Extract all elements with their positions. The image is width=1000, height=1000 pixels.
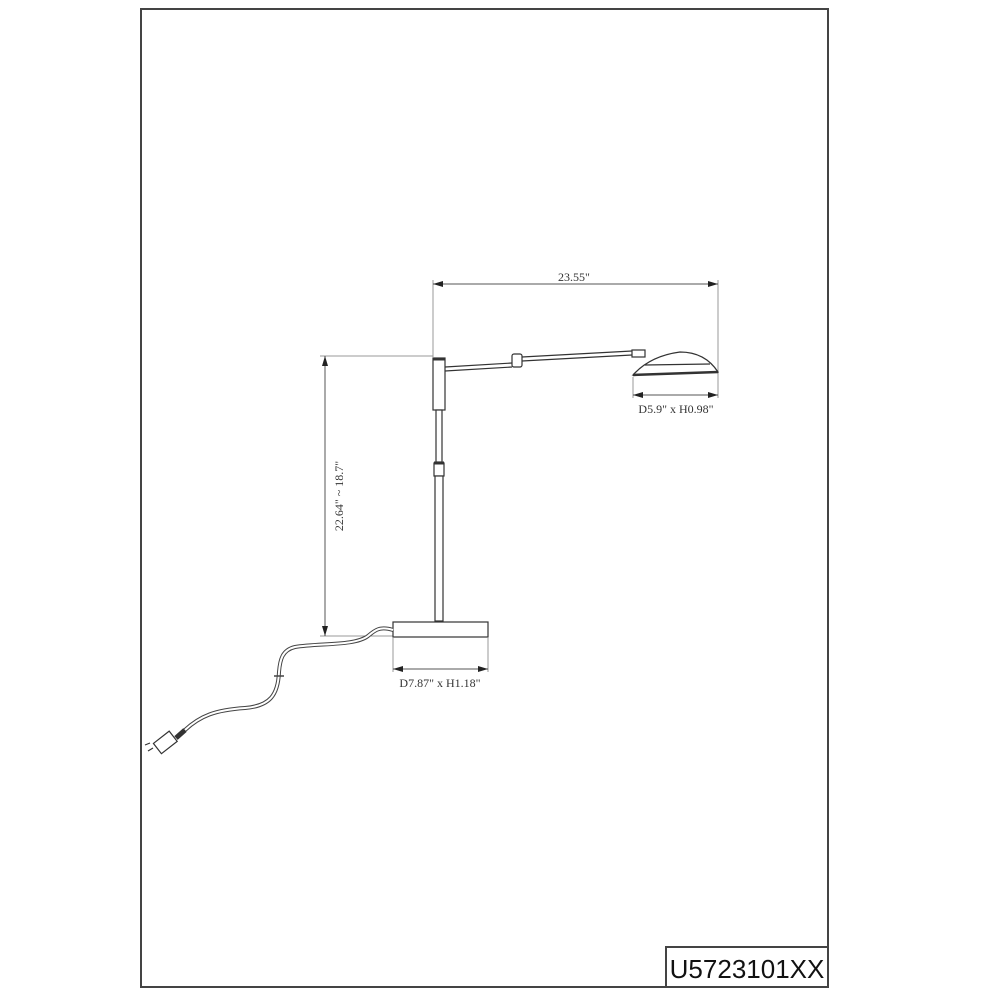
power-cord bbox=[183, 626, 394, 732]
height-range-label: 22.64" ~ 18.7" bbox=[332, 461, 346, 531]
plug-icon bbox=[144, 728, 187, 755]
lamp bbox=[392, 349, 720, 638]
shade-size-label: D5.9" x H0.98" bbox=[638, 402, 713, 416]
height-dimension bbox=[320, 355, 433, 637]
shade-dimension bbox=[632, 375, 719, 398]
title-block: U5723101XX bbox=[665, 946, 829, 988]
base-size-label: D7.87" x H1.18" bbox=[399, 676, 480, 690]
base-dimension bbox=[392, 638, 489, 672]
arm-reach-dimension bbox=[432, 280, 719, 376]
model-number: U5723101XX bbox=[670, 954, 825, 984]
drawing-frame bbox=[140, 8, 829, 988]
arm-reach-label: 23.55" bbox=[558, 270, 590, 284]
